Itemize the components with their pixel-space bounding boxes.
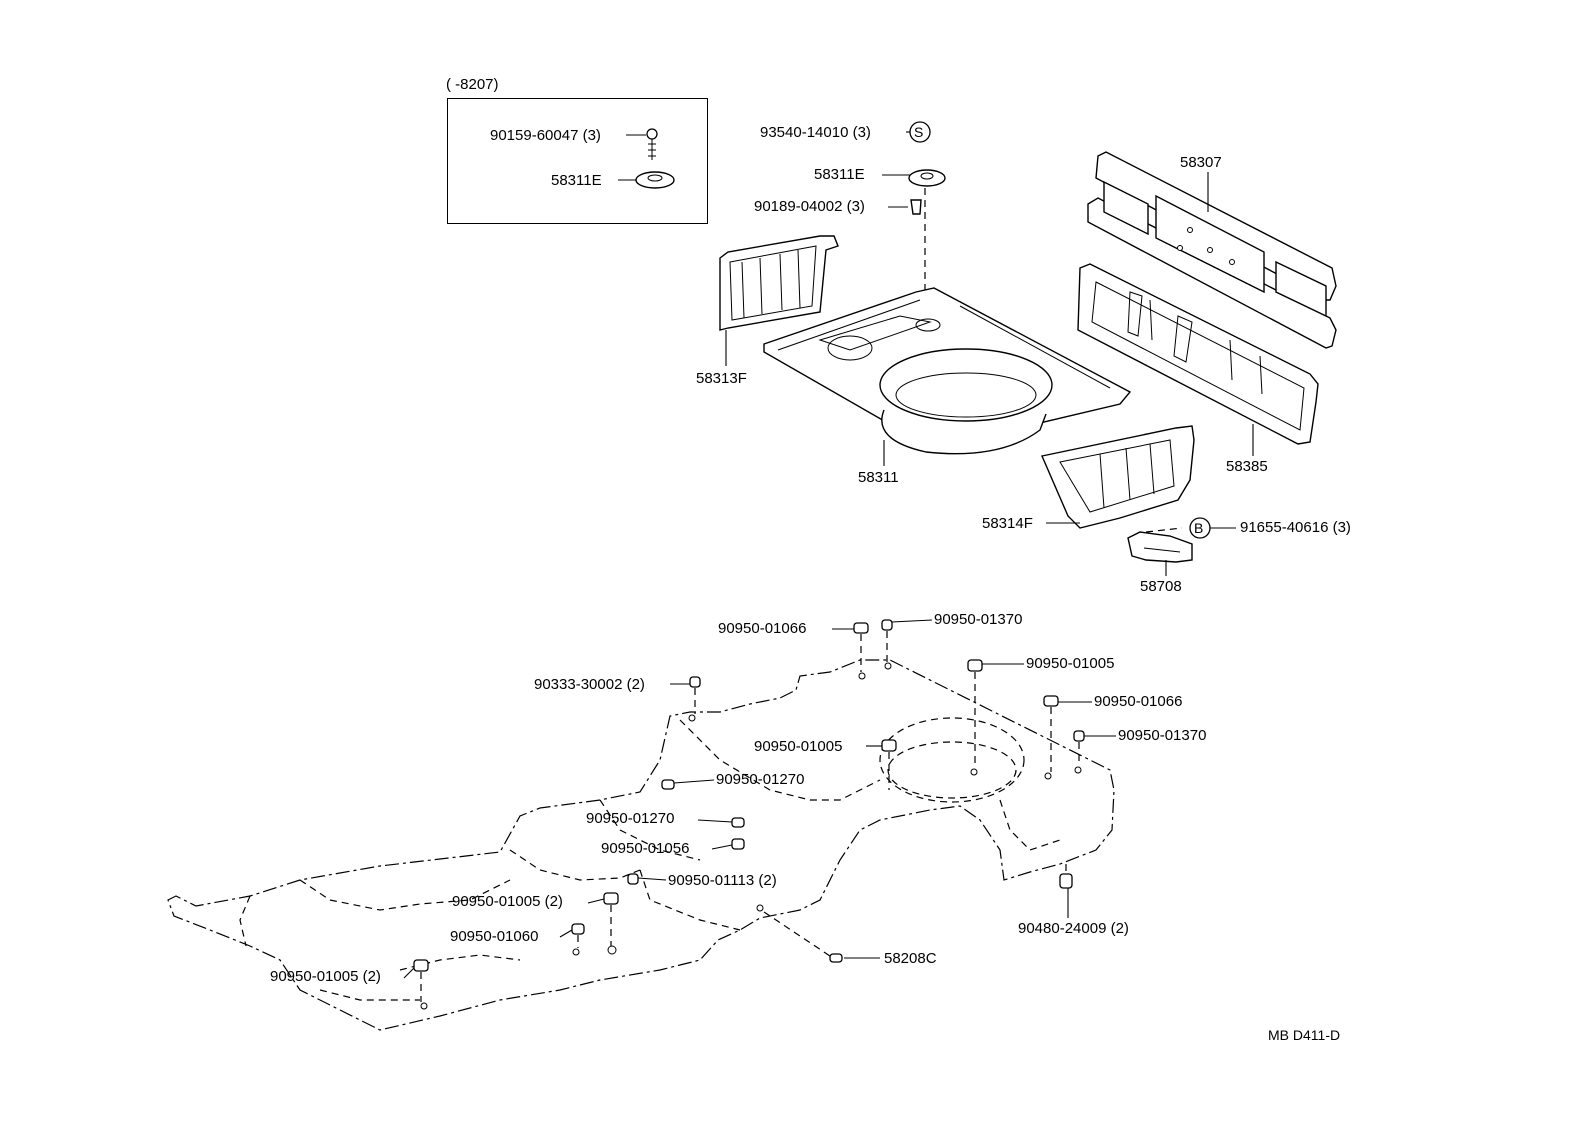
plug-fasteners <box>413 619 1085 1002</box>
label-58311: 58311 <box>858 469 899 486</box>
label-90189-04002: 90189-04002 (3) <box>754 198 865 215</box>
floor-pan-58311 <box>763 287 1132 455</box>
label-58385: 58385 <box>1226 458 1268 475</box>
symbol-s-text: S <box>914 124 924 140</box>
label-90950-01056: 90950-01056 <box>601 840 690 857</box>
diagram-code: MB D411-D <box>1268 1027 1341 1043</box>
label-58708: 58708 <box>1140 578 1182 595</box>
label-58313f: 58313F <box>696 370 747 387</box>
label-90950-01005-c: 90950-01005 (2) <box>452 893 563 910</box>
back-panel-58385 <box>1077 263 1319 445</box>
label-93540-14010: 93540-14010 (3) <box>760 124 871 141</box>
label-90333-30002: 90333-30002 (2) <box>534 676 645 693</box>
label-58208c: 58208C <box>884 950 937 967</box>
back-panel-58307 <box>1087 151 1337 349</box>
leader-lines <box>403 131 1254 979</box>
inset-screw-part <box>646 128 658 160</box>
label-90950-01270-b: 90950-01270 <box>586 810 675 827</box>
circled-symbol-s <box>909 121 931 143</box>
inset-range-label: ( -8207) <box>446 76 499 93</box>
inset-bracket-part <box>635 171 675 189</box>
label-90950-01113: 90950-01113 (2) <box>668 872 777 889</box>
bracket-58708 <box>1127 527 1193 563</box>
label-90950-01005-b: 90950-01005 <box>754 738 843 755</box>
label-91655-40616: 91655-40616 (3) <box>1240 519 1351 536</box>
label-90159-60047: 90159-60047 (3) <box>490 127 601 144</box>
label-90950-01060: 90950-01060 <box>450 928 539 945</box>
symbol-b-text: B <box>1194 520 1204 536</box>
panel-58313f <box>719 235 839 331</box>
circled-symbol-b <box>1189 517 1211 539</box>
label-90480-24009: 90480-24009 (2) <box>1018 920 1129 937</box>
panel-58314f <box>1041 425 1195 529</box>
label-58311e: 58311E <box>814 166 865 183</box>
label-90950-01005-d: 90950-01005 (2) <box>270 968 381 985</box>
label-90950-01066-b: 90950-01066 <box>1094 693 1183 710</box>
label-90950-01370-a: 90950-01370 <box>934 611 1023 628</box>
label-58314f: 58314F <box>982 515 1033 532</box>
main-floor-pan <box>167 659 1115 1031</box>
label-90950-01370-b: 90950-01370 <box>1118 727 1207 744</box>
label-58307: 58307 <box>1180 154 1222 171</box>
label-58311e-inset: 58311E <box>551 172 602 189</box>
label-90950-01066-a: 90950-01066 <box>718 620 807 637</box>
label-90950-01270-a: 90950-01270 <box>716 771 805 788</box>
label-90950-01005-a: 90950-01005 <box>1026 655 1115 672</box>
inset-box <box>447 98 708 224</box>
